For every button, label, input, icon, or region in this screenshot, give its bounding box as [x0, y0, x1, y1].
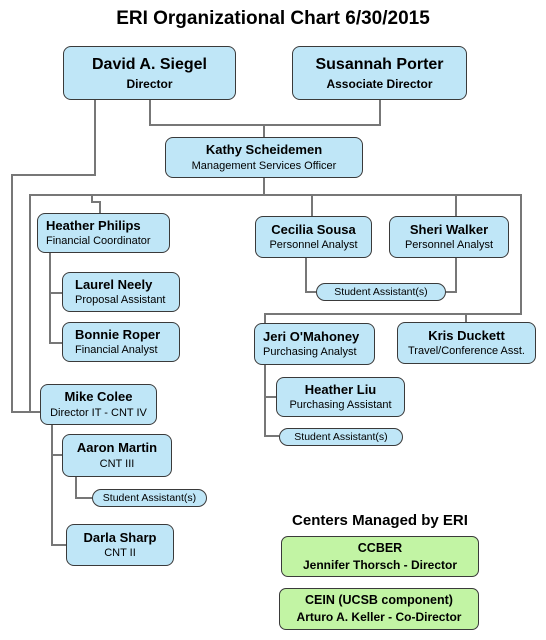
center-ccber[interactable]: CCBER Jennifer Thorsch - Director	[281, 536, 479, 577]
node-darla-sharp[interactable]: Darla Sharp CNT II	[66, 524, 174, 566]
centers-heading: Centers Managed by ERI	[292, 512, 468, 529]
node-jeri-omahoney[interactable]: Jeri O'Mahoney Purchasing Analyst	[254, 323, 375, 365]
center-cein[interactable]: CEIN (UCSB component) Arturo A. Keller -…	[279, 588, 479, 630]
node-heather-liu[interactable]: Heather Liu Purchasing Assistant	[276, 377, 405, 417]
node-role: Purchasing Analyst	[263, 346, 357, 359]
node-name: Cecilia Sousa	[271, 221, 356, 237]
node-name: Sheri Walker	[409, 221, 489, 237]
node-name: Kris Duckett	[428, 327, 505, 343]
connector-mso-bus	[29, 178, 265, 412]
connector-philips	[91, 195, 101, 213]
node-name: Aaron Martin	[76, 440, 158, 456]
node-role: Purchasing Assistant	[289, 399, 392, 412]
connector-colee-sub	[51, 425, 66, 546]
node-role: Proposal Assistant	[75, 294, 166, 307]
node-kathy-scheidemen[interactable]: Kathy Scheidemen Management Services Off…	[165, 137, 363, 178]
student-assistants-purchasing[interactable]: Student Assistant(s)	[279, 428, 403, 446]
node-name: Heather Philips	[46, 217, 141, 233]
connector-directors-mso	[149, 100, 381, 126]
connector-personnel-sa-2	[446, 258, 457, 293]
node-mike-colee[interactable]: Mike Colee Director IT - CNT IV	[40, 384, 157, 425]
student-assistants-it[interactable]: Student Assistant(s)	[92, 489, 207, 507]
node-name: Mike Colee	[64, 389, 133, 405]
node-laurel-neely[interactable]: Laurel Neely Proposal Assistant	[62, 272, 180, 312]
center-name: CEIN (UCSB component)	[305, 593, 453, 608]
node-role: CNT III	[99, 457, 135, 470]
node-heather-philips[interactable]: Heather Philips Financial Coordinator	[37, 213, 170, 253]
node-role: Director	[126, 76, 173, 91]
node-name: Laurel Neely	[75, 276, 153, 292]
node-cecilia-sousa[interactable]: Cecilia Sousa Personnel Analyst	[255, 216, 372, 258]
chart-title: ERI Organizational Chart 6/30/2015	[116, 8, 430, 29]
node-role: CNT II	[104, 547, 136, 560]
node-role: Management Services Officer	[191, 159, 337, 172]
node-sheri-walker[interactable]: Sheri Walker Personnel Analyst	[389, 216, 509, 258]
student-assistants-personnel[interactable]: Student Assistant(s)	[316, 283, 446, 301]
node-name: Bonnie Roper	[75, 326, 161, 342]
node-role: Personnel Analyst	[404, 239, 494, 252]
node-name: Jeri O'Mahoney	[263, 328, 360, 344]
center-leader: Jennifer Thorsch - Director	[302, 557, 458, 572]
node-role: Personnel Analyst	[269, 239, 358, 252]
node-name: Susannah Porter	[315, 55, 444, 73]
node-role: Associate Director	[326, 76, 433, 91]
node-susannah-porter[interactable]: Susannah Porter Associate Director	[292, 46, 467, 100]
node-name: David A. Siegel	[92, 55, 207, 73]
node-role: Travel/Conference Asst.	[408, 345, 525, 358]
node-role: Financial Analyst	[75, 344, 158, 357]
node-name: Darla Sharp	[83, 529, 157, 545]
connector-it-sa	[75, 477, 92, 499]
node-kris-duckett[interactable]: Kris Duckett Travel/Conference Asst.	[397, 322, 536, 364]
connector-director-it	[11, 100, 96, 413]
connector-bus-right	[264, 194, 522, 323]
node-aaron-martin[interactable]: Aaron Martin CNT III	[62, 434, 172, 477]
node-role: Director IT - CNT IV	[50, 406, 147, 419]
node-role: Financial Coordinator	[46, 235, 151, 248]
connector-omahoney-sub	[264, 365, 279, 437]
node-bonnie-roper[interactable]: Bonnie Roper Financial Analyst	[62, 322, 180, 362]
node-name: Kathy Scheidemen	[205, 142, 323, 158]
node-name: Heather Liu	[304, 381, 377, 397]
node-david-siegel[interactable]: David A. Siegel Director	[63, 46, 236, 100]
center-name: CCBER	[357, 540, 403, 555]
connector-philips-sub	[49, 253, 62, 344]
connector-personnel-sa	[305, 258, 316, 293]
center-leader: Arturo A. Keller - Co-Director	[296, 610, 462, 625]
